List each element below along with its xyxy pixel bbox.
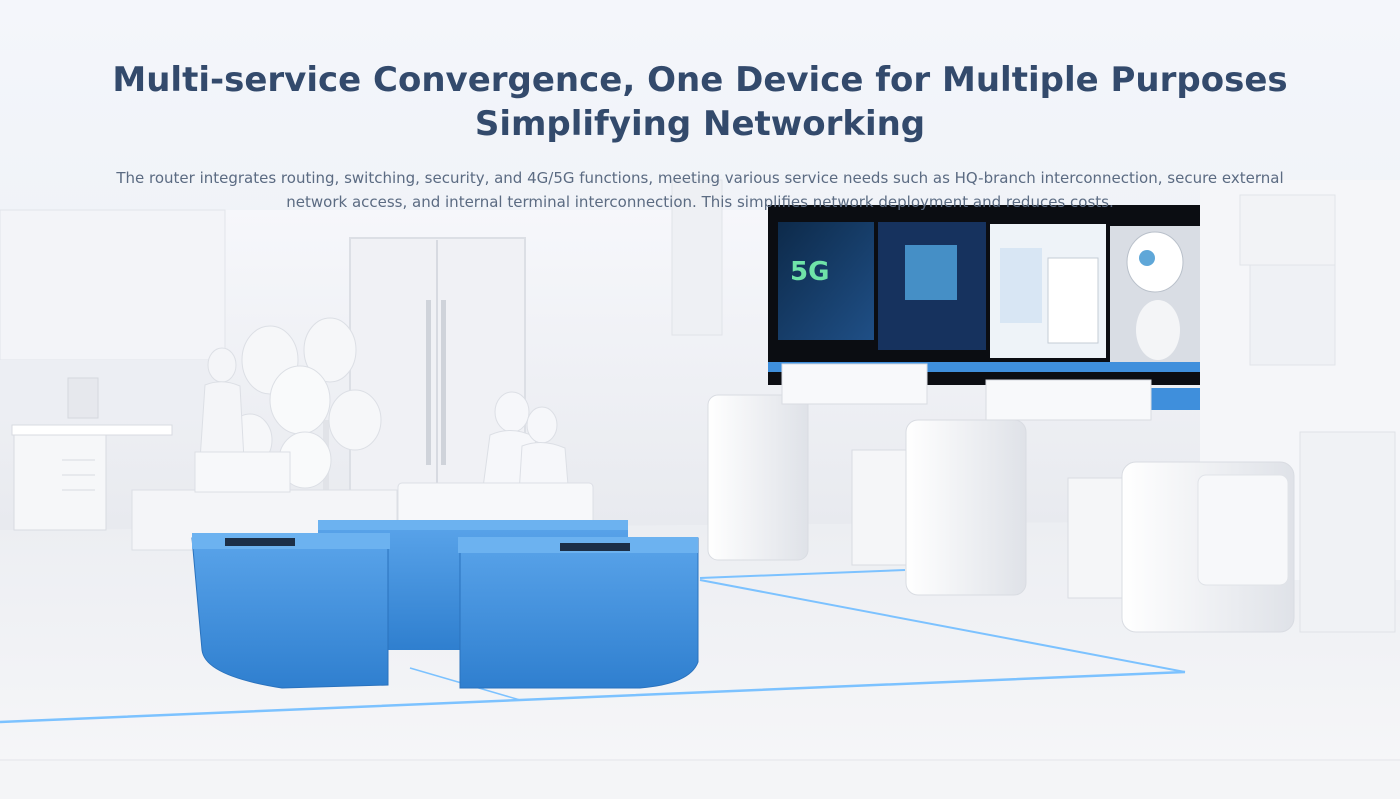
blue-service-counter [191, 520, 699, 689]
service-booth-1 [707, 363, 928, 566]
5g-display [778, 222, 874, 340]
page-title: Multi-service Convergence, One Device fo… [0, 58, 1400, 146]
counter-tablet-left [225, 538, 295, 546]
svg-text:5G: 5G [790, 257, 829, 287]
page-title-line2: Simplifying Networking [474, 104, 926, 144]
service-booth-2 [905, 379, 1152, 599]
seated-figure-left [199, 347, 245, 461]
page-title-line1: Multi-service Convergence, One Device fo… [112, 60, 1288, 100]
page-subtitle: The router integrates routing, switching… [116, 169, 1284, 211]
video-wall: 5G [768, 205, 1200, 385]
reception-desk [11, 377, 173, 531]
counter-tablet-right [560, 543, 630, 551]
self-service-kiosk [1121, 461, 1295, 633]
